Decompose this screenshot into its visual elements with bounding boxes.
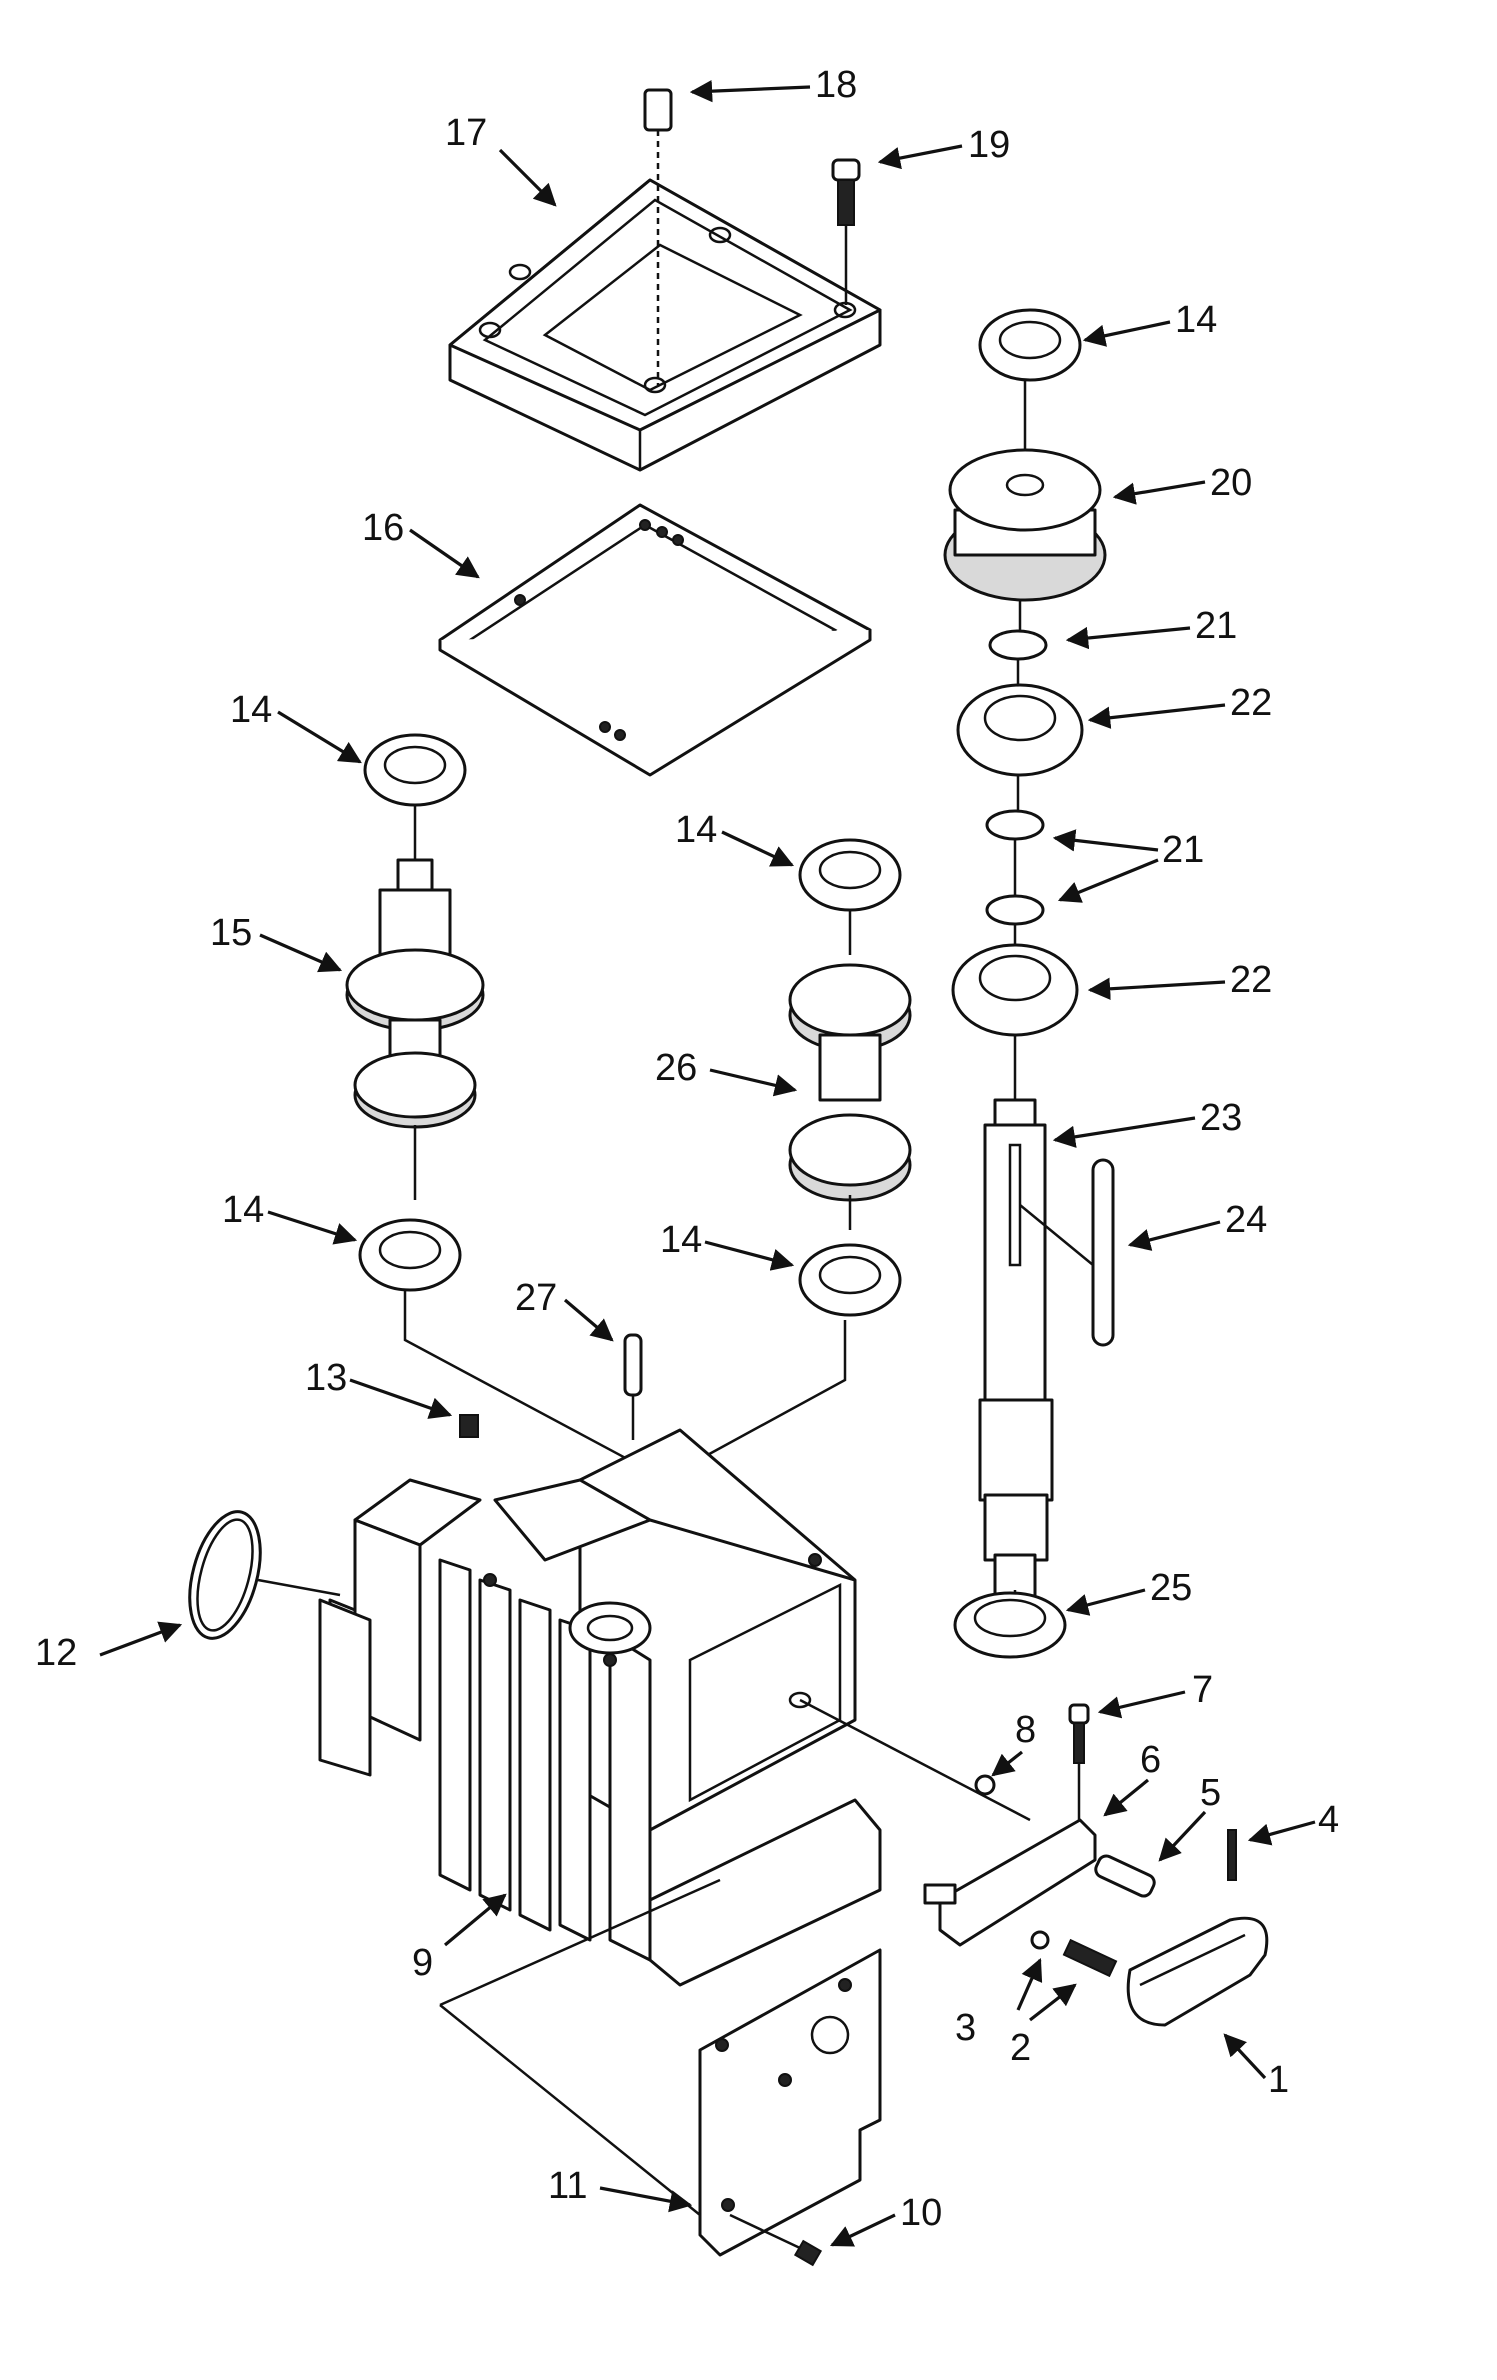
callout-14c: 14: [675, 809, 717, 851]
callout-14d: 14: [222, 1189, 264, 1231]
callout-labels: 18 19 17 14 20 16 21 22 14 21 14 15 22 2…: [35, 64, 1339, 2234]
bearing-middle-top: [798, 838, 902, 912]
front-plate-11: [698, 1948, 882, 2257]
callout-9: 9: [412, 1942, 433, 1984]
set-screw-18: [643, 88, 673, 385]
callout-22a: 22: [1230, 682, 1272, 724]
callout-14a: 14: [1175, 299, 1217, 341]
gear-shaft-15: [345, 858, 485, 1129]
callout-7: 7: [1192, 1669, 1213, 1711]
callout-10: 10: [900, 2192, 942, 2234]
cap-screw-19: [831, 158, 861, 305]
snap-ring-21b: [985, 809, 1045, 841]
callout-21b: 21: [1162, 829, 1204, 871]
snap-ring-21c: [985, 894, 1045, 926]
bearing-left-top: [363, 733, 467, 807]
bearing-22-upper: [956, 683, 1084, 777]
spindle-shaft-23: [978, 1098, 1054, 1617]
callout-18: 18: [815, 64, 857, 106]
callout-23: 23: [1200, 1097, 1242, 1139]
leader-lines: [99, 79, 1316, 2247]
callout-6: 6: [1140, 1739, 1161, 1781]
callout-16: 16: [362, 507, 404, 549]
gearbox-housing: [318, 1428, 882, 1987]
callout-12: 12: [35, 1632, 77, 1674]
spindle-gear-20: [943, 448, 1107, 602]
set-screw-13: [459, 1414, 479, 1438]
callout-14b: 14: [230, 689, 272, 731]
snap-ring-21a: [988, 629, 1048, 661]
callout-5: 5: [1200, 1772, 1221, 1814]
callout-1: 1: [1268, 2059, 1289, 2101]
seal-25: [953, 1591, 1067, 1659]
pin-5: [1094, 1854, 1156, 1898]
callout-19: 19: [968, 124, 1010, 166]
handle-1: [1126, 1916, 1269, 2027]
cover-plate: [448, 178, 882, 472]
gasket: [438, 503, 872, 777]
spring-2: [1062, 1938, 1118, 1978]
callout-20: 20: [1210, 462, 1252, 504]
callout-4: 4: [1318, 1799, 1339, 1841]
bearing-left-bottom: [358, 1218, 462, 1292]
callout-24: 24: [1225, 1199, 1267, 1241]
screw-7: [1068, 1703, 1090, 1820]
callout-2: 2: [1010, 2027, 1031, 2069]
callout-13: 13: [305, 1357, 347, 1399]
callout-22b: 22: [1230, 959, 1272, 1001]
washer-8: [974, 1774, 996, 1796]
callout-15: 15: [210, 912, 252, 954]
callout-17: 17: [445, 112, 487, 154]
ball-3: [1030, 1930, 1050, 1950]
bearing-middle-bottom: [798, 1243, 902, 1317]
key-24: [1019, 1158, 1115, 1347]
cluster-gear-26: [788, 963, 912, 1202]
roll-pin-4: [1227, 1829, 1237, 1881]
screw-10: [729, 2213, 823, 2267]
callout-27: 27: [515, 1277, 557, 1319]
callout-14e: 14: [660, 1219, 702, 1261]
callout-25: 25: [1150, 1567, 1192, 1609]
callout-3: 3: [955, 2007, 976, 2049]
bearing-22-lower: [951, 943, 1079, 1037]
callout-8: 8: [1015, 1709, 1036, 1751]
o-ring-12: [188, 1510, 262, 1640]
callout-11: 11: [548, 2165, 587, 2207]
callout-21a: 21: [1195, 605, 1237, 647]
callout-26: 26: [655, 1047, 697, 1089]
dowel-pin-27: [623, 1333, 643, 1397]
bearing-right-top: [978, 308, 1082, 382]
